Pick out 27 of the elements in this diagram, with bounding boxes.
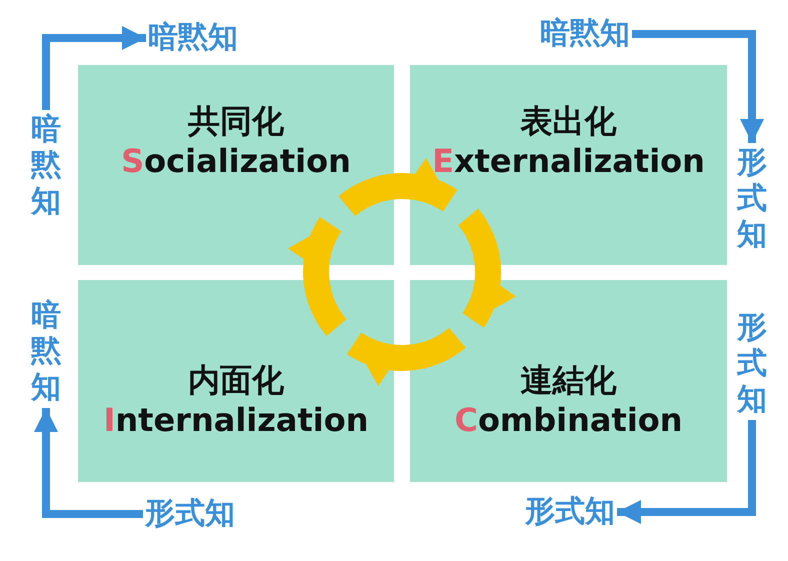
knowledge-label: 暗黙知 bbox=[30, 298, 62, 406]
quadrant-title: 連結化 bbox=[520, 360, 616, 400]
knowledge-label: 形式知 bbox=[736, 310, 768, 418]
quadrant-title: 共同化 bbox=[188, 101, 284, 141]
quadrant-box bbox=[78, 65, 394, 265]
knowledge-label: 形式知 bbox=[145, 496, 235, 532]
arrow bbox=[42, 26, 146, 110]
knowledge-label: 暗黙知 bbox=[540, 16, 630, 52]
cycle-arrow bbox=[347, 327, 465, 384]
arrow bbox=[617, 420, 756, 524]
quadrant-subtitle: Externalization bbox=[432, 141, 705, 181]
quadrant-title: 内面化 bbox=[188, 360, 284, 400]
quadrant-box bbox=[410, 280, 727, 482]
quadrant-title: 表出化 bbox=[520, 101, 616, 141]
knowledge-label: 暗黙知 bbox=[30, 112, 62, 220]
quadrant-box bbox=[78, 280, 394, 482]
cycle-arrow bbox=[458, 209, 514, 327]
arrow bbox=[632, 30, 764, 143]
arrow bbox=[34, 408, 143, 518]
knowledge-label: 形式知 bbox=[736, 145, 768, 253]
quadrant-box bbox=[410, 65, 727, 265]
quadrant-subtitle: Socialization bbox=[121, 141, 351, 181]
cycle-arrow bbox=[339, 160, 457, 217]
quadrant-subtitle: Combination bbox=[454, 400, 683, 440]
knowledge-label: 形式知 bbox=[525, 494, 615, 530]
knowledge-label: 暗黙知 bbox=[148, 20, 238, 56]
quadrant-subtitle: Internalization bbox=[103, 400, 369, 440]
